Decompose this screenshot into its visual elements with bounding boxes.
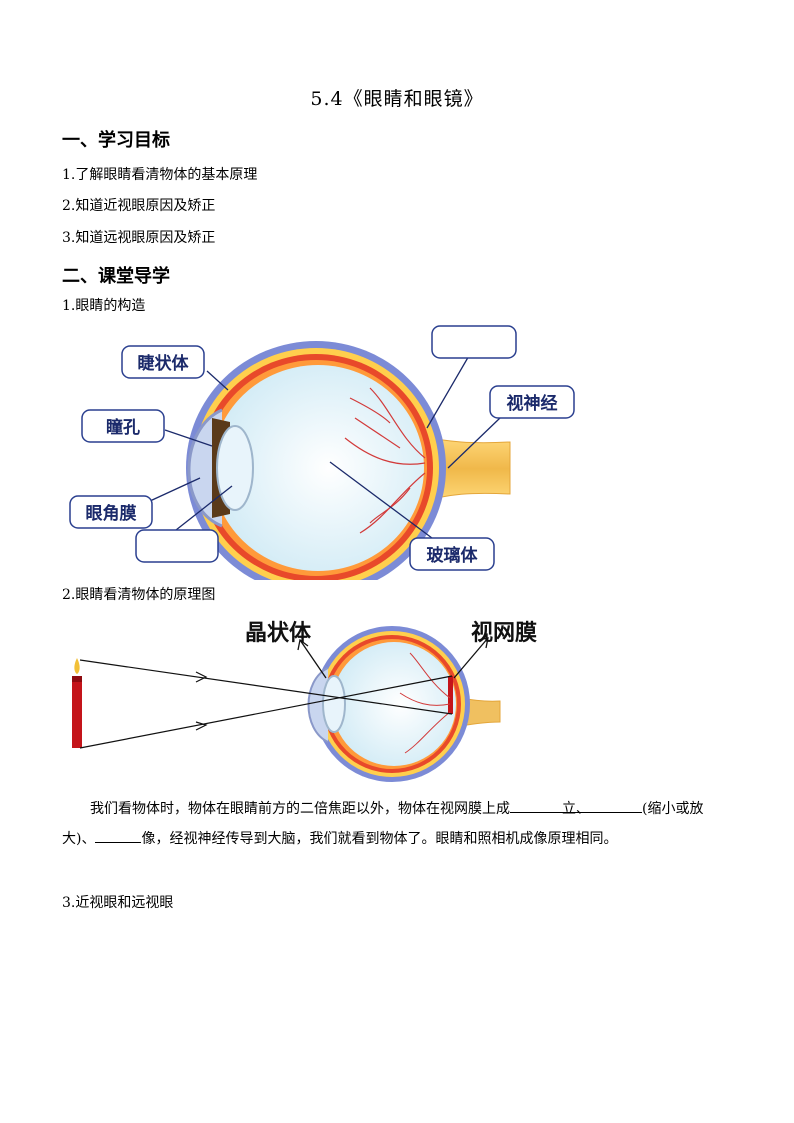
candle-object — [72, 658, 82, 748]
subheading-imaging-principle: 2.眼睛看清物体的原理图 — [62, 587, 216, 603]
paragraph-text-1: 我们看物体时，物体在眼睛前方的二倍焦距以外，物体在视网膜上成 — [90, 801, 510, 817]
fill-blank-orientation[interactable] — [510, 798, 562, 813]
label-vitreous: 玻璃体 — [427, 545, 479, 566]
label-cornea: 眼角膜 — [86, 503, 137, 524]
section-heading-objectives: 一、学习目标 — [62, 130, 170, 151]
subheading-eye-structure: 1.眼睛的构造 — [62, 298, 146, 314]
eye-imaging-diagram: 晶状体 视网膜 — [72, 620, 537, 782]
subheading-myopia-hyperopia: 3.近视眼和远视眼 — [62, 895, 174, 911]
paragraph-text-4: 像，经视神经传导到大脑，我们就看到物体了。眼睛和照相机成像原理相同。 — [141, 831, 618, 847]
label-ciliary-body: 睫状体 — [138, 353, 190, 374]
blank-label-box-lens[interactable] — [135, 529, 219, 563]
blank-label-box-retina[interactable] — [431, 325, 517, 359]
objective-item-1: 1.了解眼睛看清物体的基本原理 — [62, 167, 258, 183]
label-lens: 晶状体 — [245, 621, 312, 646]
page-title: 5.4《眼睛和眼镜》 — [310, 88, 484, 110]
objective-item-2: 2.知道近视眼原因及矫正 — [62, 198, 216, 214]
eye-structure-diagram: 睫状体 瞳孔 眼角膜 视神经 玻璃体 — [69, 325, 575, 580]
paragraph-text-3: (缩小或放大)、 — [62, 801, 704, 847]
label-pupil: 瞳孔 — [106, 417, 140, 438]
fill-blank-image-type[interactable] — [95, 828, 142, 843]
label-optic-nerve: 视神经 — [507, 393, 558, 414]
paragraph-text-2: 立、 — [562, 801, 590, 817]
label-retina: 视网膜 — [471, 620, 537, 646]
objective-item-3: 3.知道远视眼原因及矫正 — [62, 230, 216, 246]
imaging-paragraph: 我们看物体时，物体在眼睛前方的二倍焦距以外，物体在视网膜上成 立、(缩小或放大)、… — [62, 794, 734, 854]
fill-blank-size[interactable] — [562, 798, 642, 813]
section-heading-guide: 二、课堂导学 — [62, 266, 170, 287]
